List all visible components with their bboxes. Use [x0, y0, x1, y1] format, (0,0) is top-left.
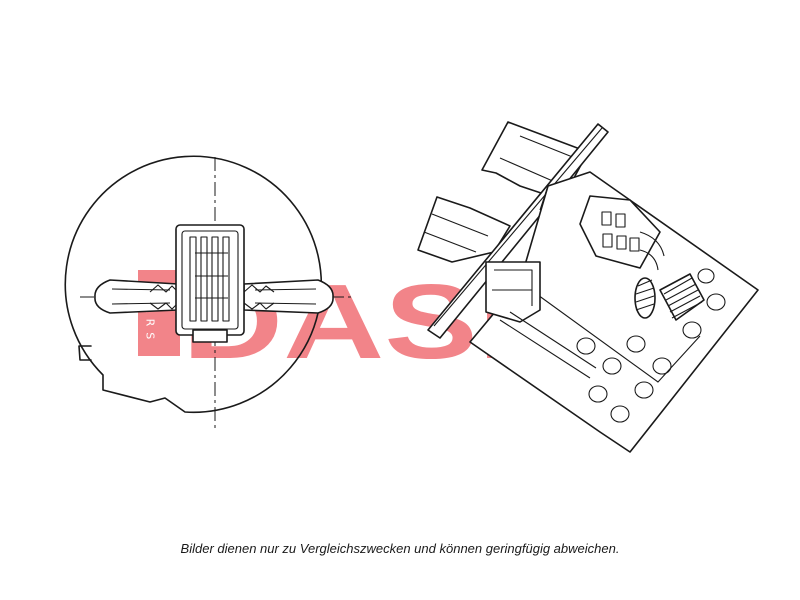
connector-latch	[192, 329, 228, 343]
right-view-resistor-module	[417, 121, 759, 453]
left-view-flange	[64, 155, 352, 432]
coil-spring-right	[659, 273, 705, 321]
flange-notch	[78, 345, 92, 361]
connector-housing	[175, 224, 245, 336]
mounting-plate	[427, 123, 609, 339]
right-clip-arm	[243, 279, 334, 314]
guide-post	[485, 261, 541, 323]
left-clip-arm	[94, 279, 179, 314]
disclaimer-caption: Bilder dienen nur zu Vergleichszwecken u…	[180, 541, 620, 556]
coil-spring-left	[634, 277, 656, 319]
watermark-side-letters: RRS	[144, 305, 157, 345]
flange-outline	[64, 155, 323, 414]
mounting-holes	[576, 268, 726, 423]
